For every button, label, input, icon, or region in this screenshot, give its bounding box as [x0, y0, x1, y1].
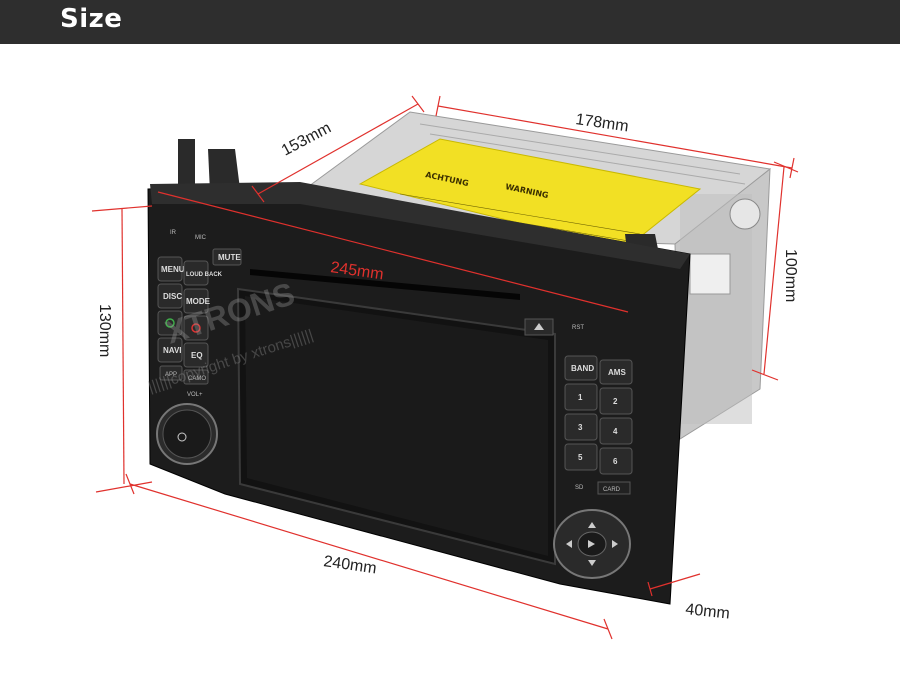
menu-label: MENU [161, 265, 185, 274]
warning-sticker: ACHTUNG WARNING [358, 138, 702, 251]
ir-label: IR [170, 230, 177, 236]
dimension-depth-left: 153mm [279, 119, 334, 159]
rst-label: RST [572, 325, 584, 331]
left-arrow-icon [566, 540, 572, 548]
band-button[interactable]: BAND [564, 355, 598, 381]
key-1-label: 1 [578, 393, 583, 402]
disc-label: DISC [163, 292, 182, 301]
menu-button[interactable]: MENU [157, 256, 185, 282]
right-arrow-icon [612, 540, 618, 548]
key-3[interactable]: 3 [564, 413, 598, 441]
key-2[interactable]: 2 [599, 387, 633, 415]
sd-label: SD [575, 485, 584, 491]
key-3-label: 3 [578, 423, 583, 432]
eject-icon [534, 323, 544, 330]
product-illustration: ACHTUNG WARNING MUTE IR MIC [91, 95, 799, 640]
cd-slot[interactable] [250, 269, 520, 300]
vol-label: VOL+ [187, 392, 203, 398]
key-2-label: 2 [613, 397, 618, 406]
dimension-height-back: 100mm [782, 249, 799, 302]
eq-label: EQ [191, 351, 203, 360]
navi-label: NAVI [163, 346, 182, 355]
eject-button[interactable] [524, 318, 554, 336]
hangup-icon [191, 323, 201, 333]
dimension-lines [91, 95, 799, 640]
page-title: Size [60, 4, 123, 34]
power-icon [177, 432, 187, 442]
card-slot[interactable] [597, 481, 631, 495]
phone-icon [165, 318, 175, 328]
mute-button[interactable]: MUTE [212, 248, 242, 266]
dimension-height-front: 130mm [96, 304, 113, 357]
card-label: CARD [603, 487, 621, 493]
disc-button[interactable]: DISC [157, 283, 183, 309]
up-arrow-icon [588, 522, 596, 528]
left-button-column: IR MIC MENU LOUD BACK DISC MODE NAVI [157, 230, 223, 398]
key-5-label: 5 [578, 453, 583, 462]
hangup-button[interactable] [183, 315, 209, 341]
key-6[interactable]: 6 [599, 447, 633, 475]
key-4[interactable]: 4 [599, 417, 633, 445]
right-keypad: RST BAND AMS 1 2 3 4 5 [564, 325, 633, 495]
navigation-dpad[interactable] [553, 509, 631, 579]
eq-button[interactable]: EQ [183, 342, 209, 368]
camo-label: CAMO [188, 376, 206, 382]
loud-back-button[interactable]: LOUD BACK [183, 260, 223, 286]
mode-label: MODE [186, 297, 211, 306]
navi-button[interactable]: NAVI [157, 337, 183, 363]
down-arrow-icon [588, 560, 596, 566]
header-bar: Size [0, 0, 900, 44]
ams-button[interactable]: AMS [599, 359, 633, 385]
app-label: APP [165, 372, 177, 378]
key-5[interactable]: 5 [564, 443, 598, 471]
app-button[interactable]: APP [159, 365, 183, 381]
mic-label: MIC [195, 235, 207, 241]
mode-button[interactable]: MODE [183, 288, 211, 314]
ams-label: AMS [608, 368, 626, 377]
loud-back-label: LOUD BACK [186, 272, 223, 278]
camo-button[interactable]: CAMO [183, 369, 209, 385]
key-6-label: 6 [613, 457, 618, 466]
phone-button[interactable] [157, 310, 183, 336]
dimension-depth-bottom: 40mm [685, 601, 731, 623]
play-pause-icon [588, 540, 595, 548]
key-4-label: 4 [613, 427, 618, 436]
mute-label: MUTE [218, 253, 241, 262]
band-label: BAND [571, 364, 594, 373]
volume-knob[interactable] [156, 403, 218, 465]
key-1[interactable]: 1 [564, 383, 598, 411]
touch-screen[interactable] [236, 287, 556, 566]
